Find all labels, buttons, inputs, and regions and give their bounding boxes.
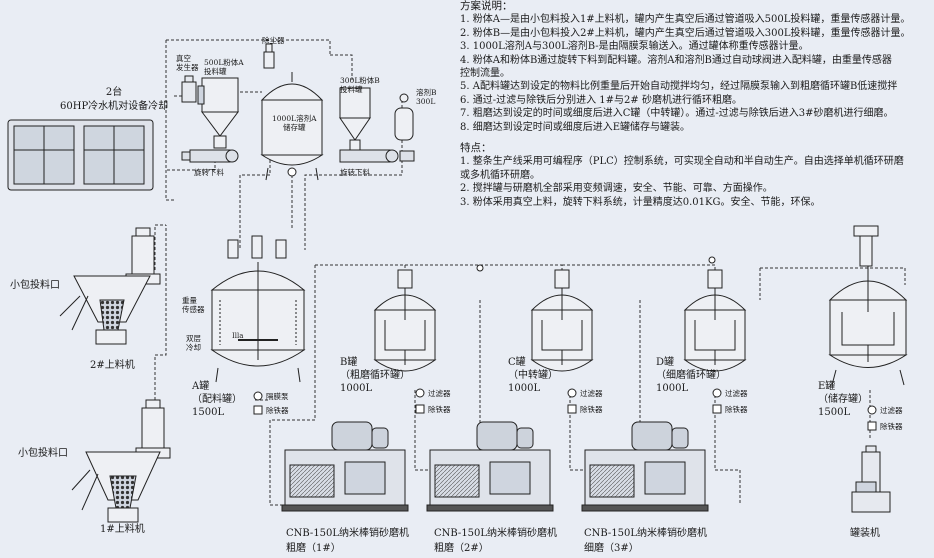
mill-3	[581, 421, 709, 512]
weight-sensor-label: 重量 传感器	[182, 296, 205, 314]
small-bag-port-label-1: 小包投料口	[18, 448, 68, 459]
mill-2-label: CNB-150L纳米棒销砂磨机 粗磨（2#）	[434, 528, 558, 554]
iron-d-label: 除铁器	[725, 405, 748, 414]
instructions-panel: 方案说明： 1. 粉体A—是由小包料投入1#上料机，罐内产生真空后通过管道吸入5…	[460, 0, 934, 209]
tank-a-label: A罐 （配料罐） 1500L	[192, 381, 242, 418]
rotary-valve-1	[181, 149, 239, 163]
hopper-500l	[197, 77, 239, 149]
diaphragm-pump	[253, 391, 263, 401]
hopper-500l-label: 500L粉体A 投料罐	[204, 58, 244, 76]
mill-3-label: CNB-150L纳米棒销砂磨机 细磨（3#）	[584, 528, 708, 554]
instruction-line: 8. 细磨达到设定时间或细度后进入E罐储存与罐装。	[460, 121, 691, 133]
instruction-line: 7. 粗磨达到设定的时间或细度后进入C罐（中转罐）。通过-过滤与除铁后进入3#砂…	[460, 108, 894, 120]
instruction-line: 控制流量。	[460, 68, 510, 80]
ball-valve	[287, 167, 297, 177]
iron-b-label: 除铁器	[428, 405, 451, 414]
filter-markers	[253, 256, 877, 431]
storage-1000l	[260, 72, 324, 181]
solvent-b-label: 溶剂B 300L	[416, 88, 437, 106]
instruction-line: 5. A配料罐达到设定的物料比例重量后开始自动搅拌均匀，经过隔膜泵输入到粗磨循环…	[460, 81, 898, 93]
rotary-valve-2	[339, 149, 415, 163]
feeder-1	[71, 399, 171, 523]
mill-2	[426, 421, 554, 512]
tank-a-inner-text: Illa	[232, 332, 244, 340]
rotary-2-label: 旋转下料	[340, 168, 370, 177]
instruction-line: 3. 1000L溶剂A与300L溶剂B-是由隔膜泵输送入。通过罐体称重传感器计量…	[460, 41, 809, 53]
storage-1000l-label: 1000L溶剂A 储存罐	[272, 114, 317, 132]
vacuum-generator	[181, 75, 197, 103]
filter-e-label: 过滤器	[880, 406, 903, 415]
tank-b	[373, 269, 437, 372]
tank-a	[210, 235, 306, 383]
vacuum-label: 真空 发生器	[176, 54, 199, 72]
tank-b-label: B罐 （粗磨循环罐） 1000L	[340, 357, 410, 394]
tank-e	[828, 225, 908, 386]
mill-1	[281, 421, 409, 512]
iron-c-label: 除铁器	[580, 405, 603, 414]
rotary-1-label: 旋转下料	[194, 168, 224, 177]
feeder-2	[59, 227, 161, 345]
instructions-heading: 方案说明：	[460, 0, 513, 12]
feature-line: 1. 整条生产线采用可编程序（PLC）控制系统，可实现全自动和半自动生产。自由选…	[460, 156, 904, 168]
filter-d-label: 过滤器	[725, 389, 748, 398]
dust-collector-label: 除尘器	[262, 36, 285, 45]
chiller-units	[7, 119, 154, 191]
hopper-300l-label: 300L粉体B 投料罐	[340, 76, 380, 94]
feature-line: 3. 粉体采用真空上料，旋转下料系统，计量精度达0.01KG。安全、节能，环保。	[460, 196, 821, 208]
iron-e-label: 除铁器	[880, 422, 903, 431]
chiller-label: 2台 60HP冷水机对设备冷却	[60, 87, 169, 112]
filter-c-label: 过滤器	[580, 389, 603, 398]
filling-machine	[851, 445, 891, 513]
dust-collector	[263, 43, 275, 69]
iron-remover-a-label: 除铁器	[266, 406, 289, 415]
small-bag-port-label-2: 小包投料口	[10, 280, 60, 291]
solvent-b-tank	[394, 93, 414, 141]
tank-d-label: D罐 （细磨循环罐） 1000L	[656, 357, 726, 394]
feeder-1-label: 1#上料机	[100, 524, 145, 535]
double-cool-label: 双层 冷却	[186, 334, 201, 352]
tank-e-label: E罐 （储存罐） 1500L	[818, 381, 868, 418]
mill-1-label: CNB-150L纳米棒销砂磨机 粗磨（1#）	[286, 528, 410, 554]
instruction-line: 6. 通过-过滤与除铁后分别进入 1#与2# 砂磨机进行循环粗磨。	[460, 94, 742, 106]
features-heading: 特点：	[460, 142, 492, 155]
instruction-line: 4. 粉体A和粉体B通过旋转下料到配料罐。溶剂A和溶剂B通过自动球阀进入配料罐，…	[460, 54, 892, 66]
tank-d	[683, 269, 747, 372]
filter-b-label: 过滤器	[428, 389, 451, 398]
feature-line: 或多机循环研磨。	[460, 169, 540, 181]
diaphragm-pump-label: 隔膜泵	[266, 392, 289, 401]
filling-machine-label: 罐装机	[850, 528, 880, 539]
tank-c	[530, 269, 594, 372]
feeder-2-label: 2#上料机	[90, 360, 135, 371]
tank-c-label: C罐 （中转罐） 1000L	[508, 357, 558, 394]
instruction-line: 2. 粉体B—是由小包料投入2#上料机，罐内产生真空后通过管道吸入300L投料罐…	[460, 27, 911, 39]
instruction-line: 1. 粉体A—是由小包料投入1#上料机，罐内产生真空后通过管道吸入500L投料罐…	[460, 14, 911, 26]
hopper-300l	[339, 87, 371, 151]
feature-line: 2. 搅拌罐与研磨机全部采用变频调速，安全、节能、可靠、方面操作。	[460, 183, 773, 195]
